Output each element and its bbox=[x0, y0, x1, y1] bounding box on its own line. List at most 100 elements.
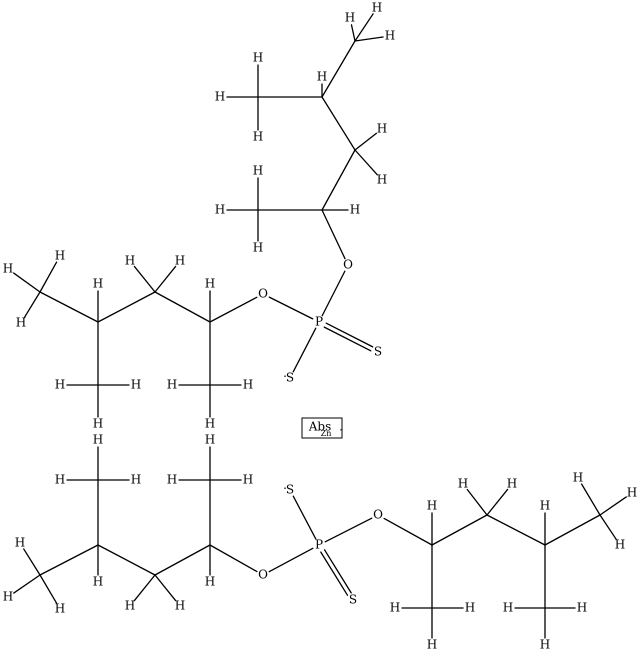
c-h-bond bbox=[599, 514, 617, 540]
hydrogen-atom: H bbox=[215, 203, 225, 217]
hydrogen-atom: H bbox=[3, 262, 13, 276]
hydrogen-atom: H bbox=[377, 122, 387, 136]
hydrogen-atom: H bbox=[175, 599, 185, 613]
hydrogen-atom: H bbox=[205, 575, 215, 589]
bond bbox=[268, 547, 314, 573]
c-h-bond bbox=[13, 272, 41, 293]
sulfur-atom: S bbox=[374, 345, 382, 359]
hydrogen-atom: H bbox=[125, 254, 135, 268]
hydrogen-atom: H bbox=[55, 473, 65, 487]
phosphorus-atom: P bbox=[315, 315, 323, 329]
c-h-bond bbox=[24, 291, 41, 318]
hydrogen-atom: H bbox=[15, 536, 25, 550]
hydrogen-atom: H bbox=[167, 378, 177, 392]
hydrogen-atom: H bbox=[243, 473, 253, 487]
zinc-radical-dot: · bbox=[339, 426, 342, 437]
hydrogen-atom: H bbox=[253, 241, 263, 255]
hydrogen-atom: H bbox=[175, 254, 185, 268]
hydrogen-atom: H bbox=[427, 499, 437, 513]
hydrogen-atom: H bbox=[507, 477, 517, 491]
hydrogen-atom: H bbox=[458, 477, 468, 491]
hydrogen-atom: H bbox=[350, 203, 360, 217]
bond bbox=[39, 291, 99, 323]
bond bbox=[321, 209, 346, 260]
hydrogen-atom: H bbox=[345, 11, 355, 25]
bond bbox=[154, 291, 211, 323]
hydrogen-atom: H bbox=[573, 471, 583, 485]
hydrogen-atom: H bbox=[627, 486, 637, 500]
bond bbox=[209, 296, 258, 323]
hydrogen-atom: H bbox=[540, 499, 550, 513]
bond bbox=[431, 514, 488, 546]
hydrogen-atom: H bbox=[167, 473, 177, 487]
hydrogen-atom: H bbox=[377, 173, 387, 187]
hydrogen-atom: H bbox=[55, 602, 65, 616]
c-h-bond bbox=[354, 132, 378, 151]
c-h-bond bbox=[39, 261, 58, 293]
hydrogen-atom: H bbox=[577, 601, 587, 615]
c-h-bond bbox=[486, 488, 509, 516]
hydrogen-atom: H bbox=[215, 90, 225, 104]
hydrogen-atom: H bbox=[131, 473, 141, 487]
hydrogen-atom: H bbox=[16, 316, 26, 330]
c-h-bond bbox=[354, 13, 374, 42]
hydrogen-atom: H bbox=[55, 249, 65, 263]
oxygen-atom: O bbox=[343, 258, 353, 272]
hydrogen-atom: H bbox=[317, 70, 327, 84]
c-h-bond bbox=[133, 574, 156, 602]
bond bbox=[544, 514, 601, 546]
sulfur-radical-dot: · bbox=[283, 370, 287, 384]
bond bbox=[486, 514, 546, 546]
hydrogen-atom: H bbox=[465, 601, 475, 615]
zinc-abs-box: Abs Zn · bbox=[301, 417, 343, 439]
abs-label: Abs bbox=[308, 420, 332, 434]
c-h-bond bbox=[354, 149, 378, 176]
bonds bbox=[13, 13, 627, 639]
hydrogen-atom: H bbox=[385, 29, 395, 43]
bond bbox=[324, 517, 373, 543]
bond bbox=[292, 327, 317, 373]
hydrogen-atom: H bbox=[540, 638, 550, 652]
hydrogen-atom: H bbox=[125, 599, 135, 613]
phosphorus-atom: P bbox=[315, 538, 323, 552]
bond bbox=[268, 296, 314, 320]
hydrogen-atom: H bbox=[427, 638, 437, 652]
bond bbox=[383, 517, 433, 546]
sulfur-radical-dot: · bbox=[283, 482, 287, 496]
p-s-double-bond bbox=[325, 322, 374, 348]
c-h-bond bbox=[580, 483, 601, 516]
bond bbox=[39, 544, 99, 576]
oxygen-atom: O bbox=[373, 508, 383, 522]
hydrogen-atom: H bbox=[131, 378, 141, 392]
hydrogen-atom: H bbox=[253, 164, 263, 178]
hydrogen-atom: H bbox=[205, 277, 215, 291]
c-h-bond bbox=[354, 36, 384, 42]
p-s-double-bond bbox=[323, 549, 352, 594]
c-h-bond bbox=[23, 548, 41, 576]
bond bbox=[154, 544, 211, 576]
c-h-bond bbox=[133, 265, 156, 293]
c-h-bond bbox=[13, 574, 41, 594]
hydrogen-atom: H bbox=[205, 417, 215, 431]
p-s-double-bond bbox=[323, 326, 372, 352]
hydrogen-atom: H bbox=[55, 378, 65, 392]
c-h-bond bbox=[350, 24, 356, 42]
hydrogen-atom: H bbox=[503, 601, 513, 615]
hydrogen-atom: H bbox=[3, 590, 13, 604]
bond bbox=[321, 270, 346, 317]
hydrogen-atom: H bbox=[253, 130, 263, 144]
hydrogen-atom: H bbox=[93, 433, 103, 447]
hydrogen-atom: H bbox=[253, 51, 263, 65]
bond bbox=[97, 291, 156, 323]
hydrogen-atom: H bbox=[93, 575, 103, 589]
c-h-bond bbox=[154, 265, 177, 293]
hydrogen-atom: H bbox=[243, 378, 253, 392]
sulfur-atom: S bbox=[286, 371, 294, 385]
hydrogen-atom: H bbox=[93, 417, 103, 431]
sulfur-atom: S bbox=[349, 593, 357, 607]
zinc-atom-label: Zn bbox=[321, 429, 332, 438]
oxygen-atom: O bbox=[258, 287, 268, 301]
bond bbox=[209, 544, 258, 573]
